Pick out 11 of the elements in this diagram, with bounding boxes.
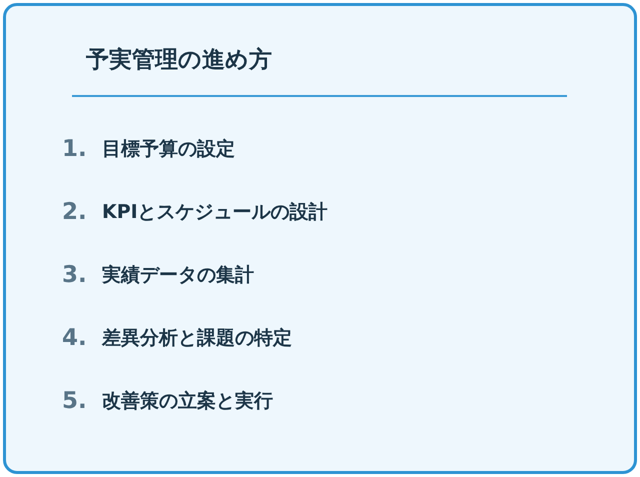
step-number: 1. <box>62 138 87 161</box>
title: 予実管理の進め方 <box>86 49 272 72</box>
step-number: 4. <box>62 327 87 350</box>
step-text: 実績データの集計 <box>102 266 254 285</box>
step-text: 改善策の立案と実行 <box>102 392 273 411</box>
step-number: 5. <box>62 390 87 413</box>
step-text: 目標予算の設定 <box>102 140 235 159</box>
step-text: 差異分析と課題の特定 <box>102 329 292 348</box>
step-number: 3. <box>62 264 87 287</box>
step-number: 2. <box>62 201 87 224</box>
step-text: KPIとスケジュールの設計 <box>102 203 328 222</box>
